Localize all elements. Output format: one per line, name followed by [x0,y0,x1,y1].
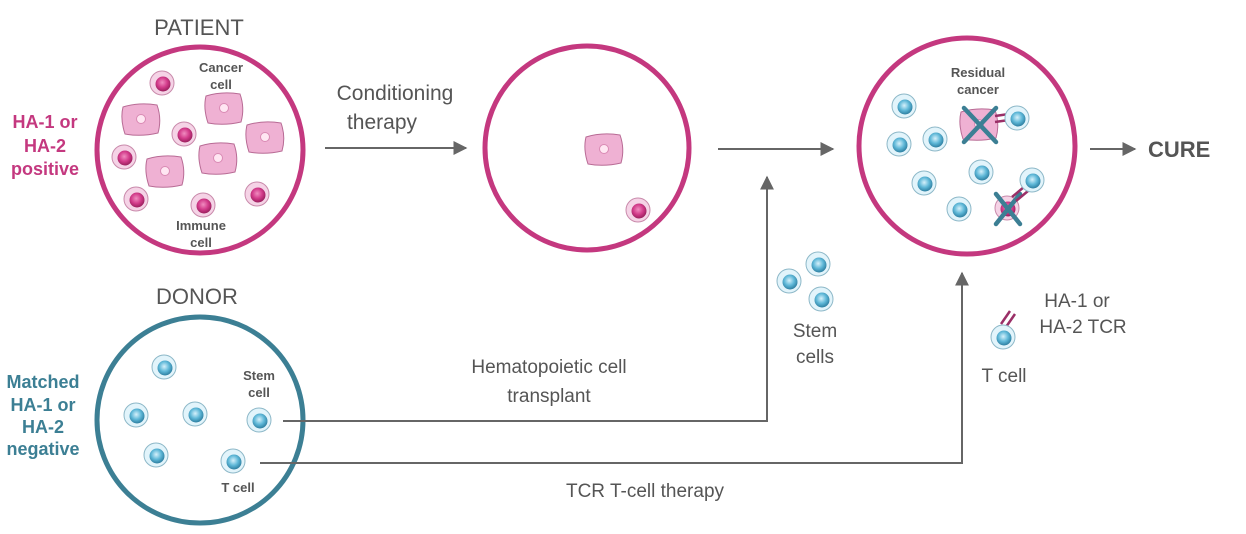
svg-text:HA-1 or: HA-1 or [1044,291,1110,312]
stem-cell [922,126,948,152]
svg-text:cell: cell [210,77,232,92]
patient-status-label: HA-1 or HA-2 positive [11,112,79,179]
svg-text:Immune: Immune [176,218,226,233]
stem-cell [968,159,994,185]
cancer-cell [145,155,185,188]
immune-cell [190,192,216,218]
donor-status-label: Matched HA-1 or HA-2 negative [6,372,79,459]
transplant-arrow [283,175,774,422]
svg-text:HA-2: HA-2 [22,417,64,437]
svg-text:Cancer: Cancer [199,60,243,75]
t-cell [1019,167,1045,193]
stem-cell [805,251,831,277]
svg-text:Stem: Stem [793,321,837,342]
svg-text:HA-1 or: HA-1 or [10,395,75,415]
post-therapy-circle [856,35,1078,257]
immune-cell [244,181,270,207]
stem-cell [776,268,802,294]
transplant-label: Hematopoietic cell [471,357,626,378]
stem-cell [182,401,208,427]
stem-cell [143,442,169,468]
tcr-receptor-icon [1011,186,1029,202]
donor-stem-cell-label: Stem cell [243,368,275,400]
stem-cell [808,286,834,312]
t-cell [1004,105,1030,131]
destroyed-immune-cell [993,191,1023,227]
svg-text:therapy: therapy [347,111,418,134]
svg-text:Residual: Residual [951,65,1005,80]
svg-text:Stem: Stem [243,368,275,383]
immune-cell [111,144,137,170]
svg-text:HA-2: HA-2 [24,136,66,156]
svg-text:HA-2 TCR: HA-2 TCR [1039,317,1126,338]
svg-text:positive: positive [11,159,79,179]
immune-cell [171,121,197,147]
cancer-cell-label: Cancer cell [199,60,243,92]
engineered-t-cell [990,324,1016,350]
cancer-cell [204,92,244,125]
cancer-cell [198,142,238,175]
stem-cell [891,93,917,119]
tcr-therapy-arrow [260,271,969,464]
stem-cell [151,354,177,380]
immune-cell [149,70,175,96]
destroyed-cancer-cell [959,105,999,145]
cure-label: CURE [1148,137,1210,162]
stem-cell [886,131,912,157]
svg-text:HA-1 or: HA-1 or [12,112,77,132]
immune-cell [123,186,149,212]
patient-title: PATIENT [154,15,244,40]
svg-text:Matched: Matched [6,372,79,392]
stem-cell [123,402,149,428]
svg-text:cell: cell [248,385,270,400]
residual-cancer-label: Residual cancer [951,65,1005,97]
conditioning-therapy-label: Conditioning [337,82,454,105]
tcr-label: HA-1 or HA-2 TCR [1039,291,1126,338]
t-cell-label: T cell [981,366,1026,387]
donor-t-cell-label: T cell [221,480,254,495]
cancer-cell [121,103,161,136]
donor-title: DONOR [156,284,238,309]
tcr-therapy-label: TCR T-cell therapy [566,481,725,502]
immune-cell [625,197,651,223]
cancer-cell [584,133,624,166]
tcr-receptor-icon [999,310,1017,328]
cancer-cell [245,121,285,154]
stem-cell [246,407,272,433]
t-cell [220,448,246,474]
svg-text:transplant: transplant [507,386,591,407]
svg-text:cell: cell [190,235,212,250]
svg-text:cells: cells [796,347,834,368]
immune-cell-label: Immune cell [176,218,226,250]
svg-text:negative: negative [6,439,79,459]
stem-cell [946,196,972,222]
stem-cell [911,170,937,196]
svg-text:cancer: cancer [957,82,999,97]
stem-cells-label: Stem cells [793,321,837,368]
